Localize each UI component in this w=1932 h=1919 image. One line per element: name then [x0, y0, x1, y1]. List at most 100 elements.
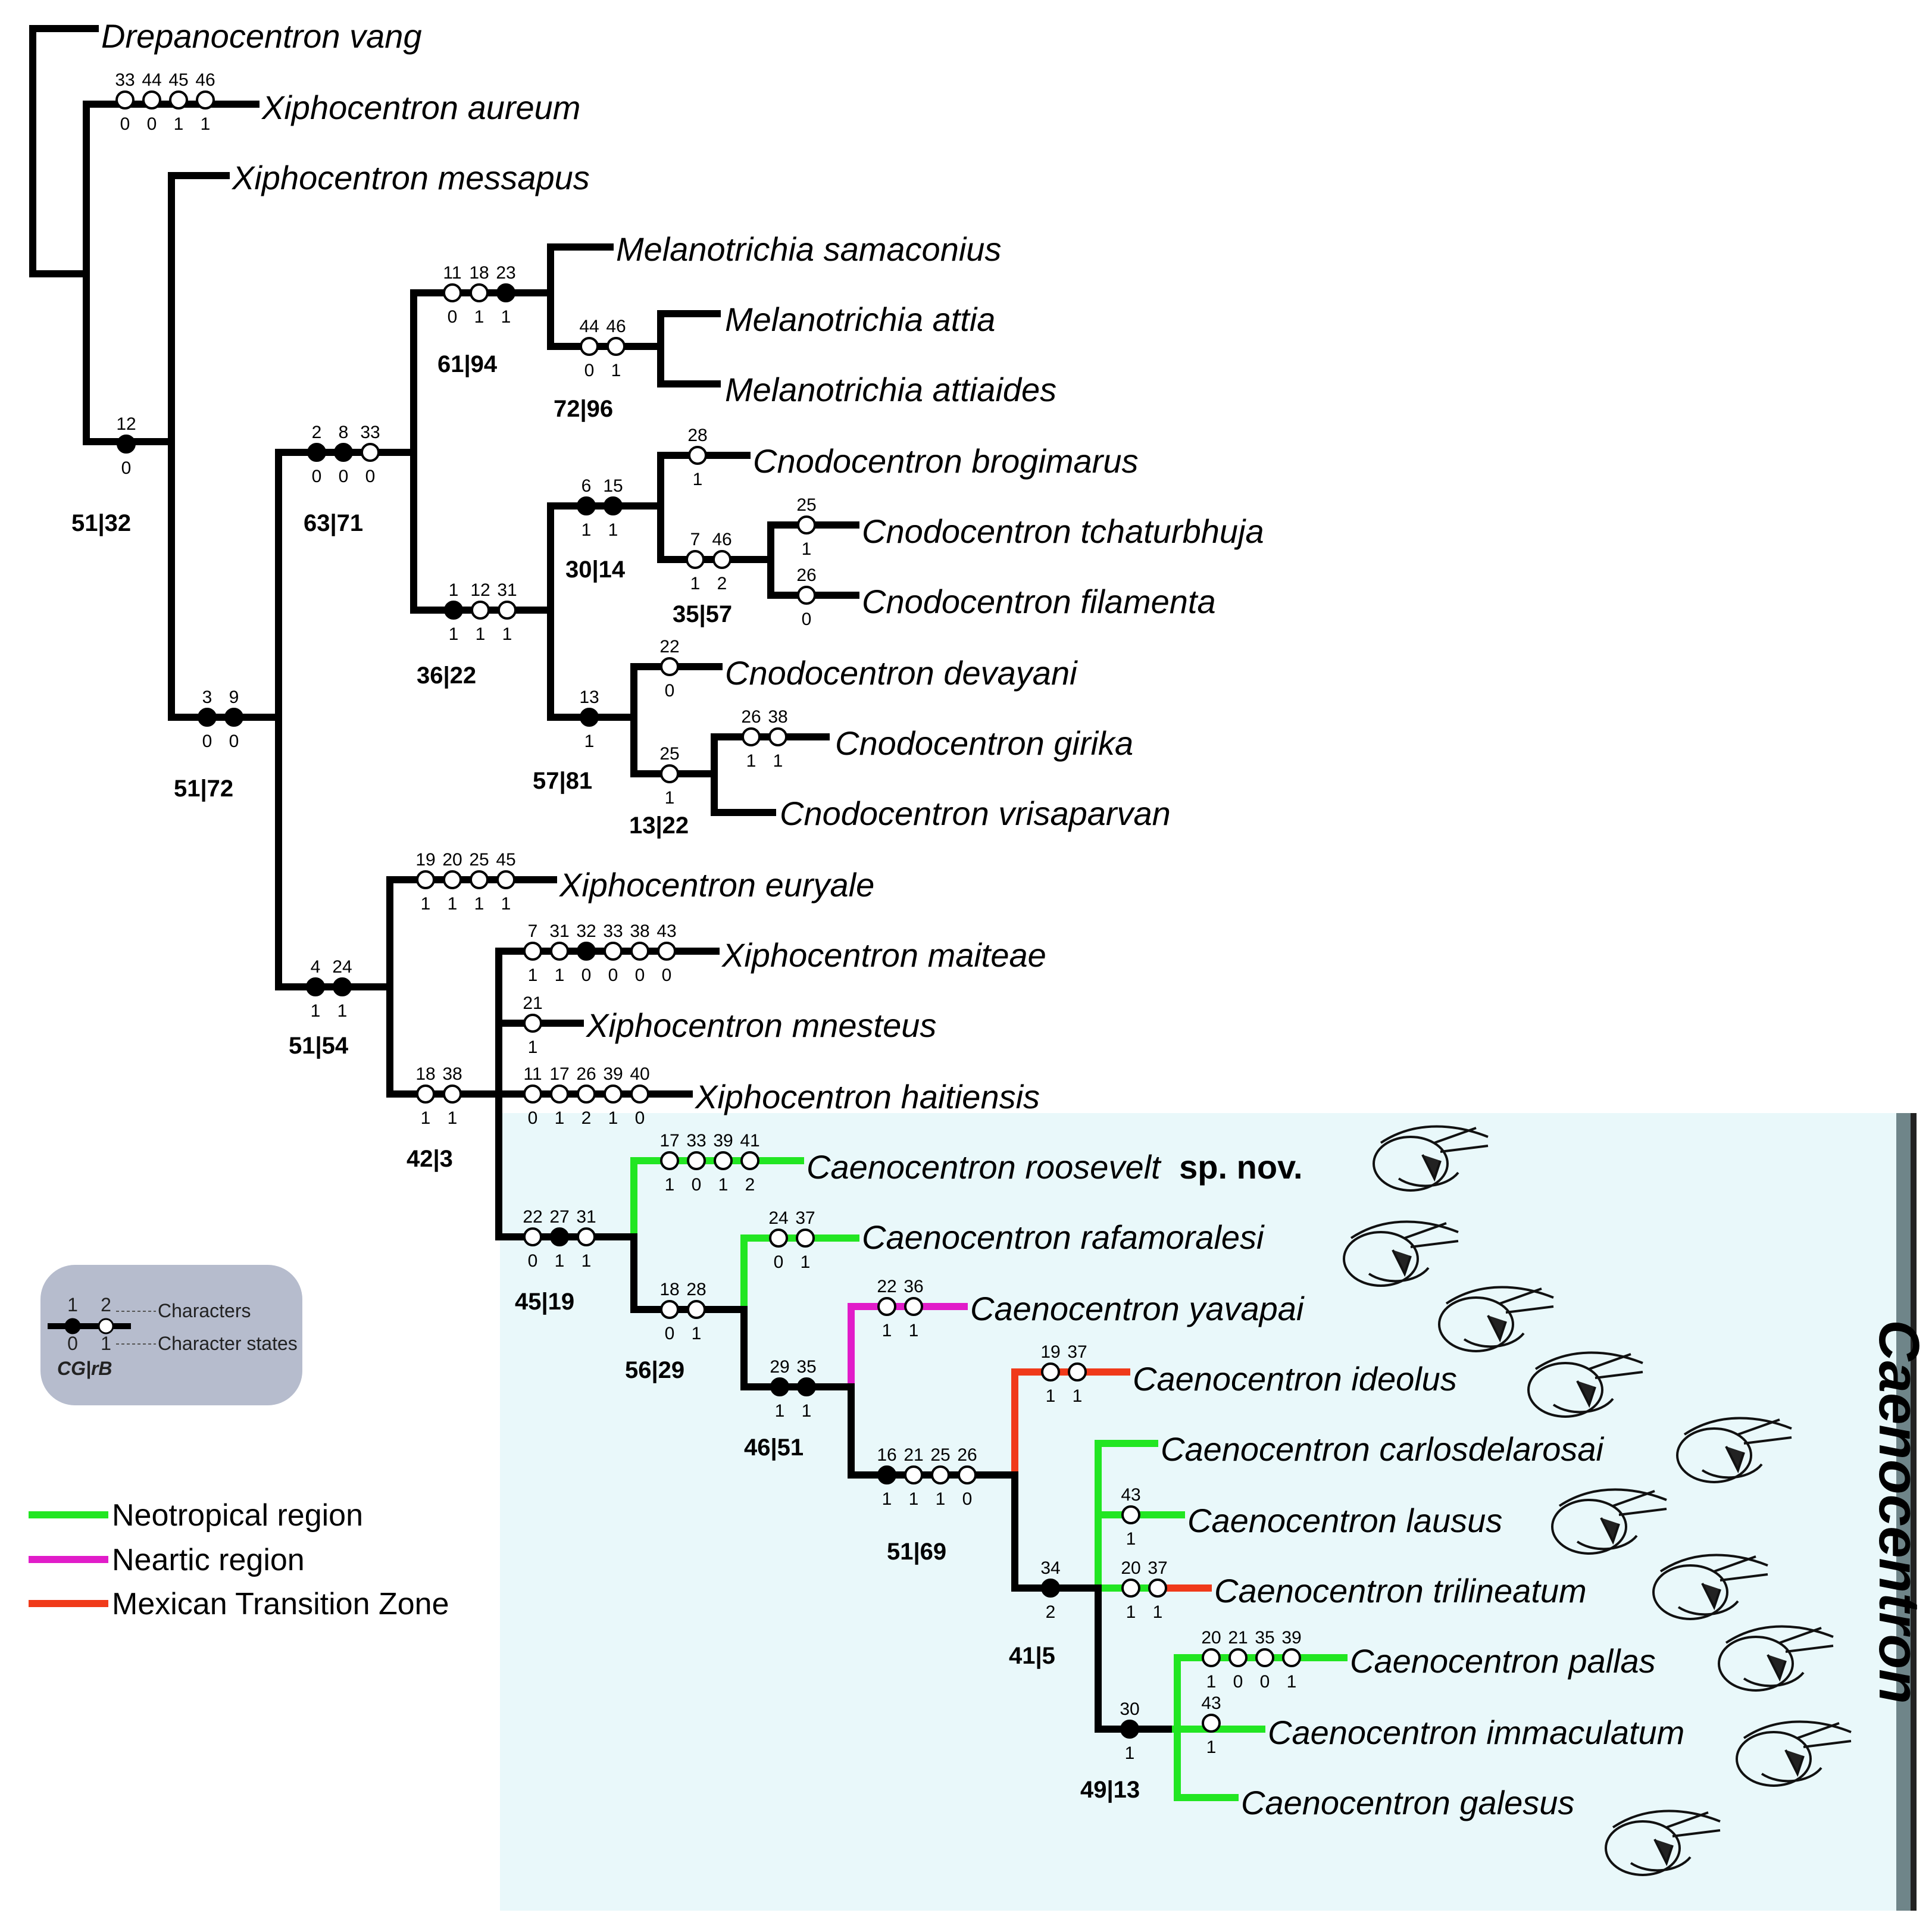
character-state: 0	[774, 1252, 784, 1272]
character-node-filled	[604, 496, 623, 515]
character-number: 4	[311, 957, 321, 977]
character-state: 0	[339, 467, 349, 486]
character-node-open	[877, 1297, 896, 1316]
character-state: 1	[692, 1324, 702, 1343]
character-node-open	[1068, 1362, 1087, 1382]
character-node: 221	[877, 1277, 896, 1340]
character-node: 400	[630, 1064, 649, 1128]
character-node-open	[577, 1227, 596, 1246]
support-value: 46|51	[744, 1434, 804, 1461]
character-state: 0	[665, 1324, 675, 1343]
character-number: 20	[442, 850, 462, 870]
character-node-open	[740, 1151, 759, 1170]
tree-branch	[711, 770, 776, 816]
tree-branch	[83, 270, 175, 445]
character-node-open	[796, 1229, 815, 1248]
character-node: 191	[1040, 1342, 1060, 1406]
character-node-open	[797, 586, 816, 605]
character-state: 0	[448, 307, 458, 327]
character-state: 1	[582, 520, 592, 540]
character-state: 1	[448, 894, 458, 914]
character-node: 380	[630, 921, 649, 985]
taxon-caenocentron-immaculatum: Caenocentron immaculatum	[1268, 1714, 1684, 1751]
character-number: 31	[576, 1207, 596, 1227]
character-node-open	[1228, 1648, 1248, 1667]
character-state: 0	[692, 1175, 702, 1195]
character-node-open	[660, 1151, 679, 1170]
character-node-open	[1121, 1579, 1140, 1598]
character-state: 0	[802, 610, 812, 629]
character-node: 22 0	[523, 1207, 542, 1271]
character-node-filled	[877, 1465, 896, 1484]
character-node: 121	[470, 580, 490, 644]
character-node-open	[577, 1084, 596, 1104]
character-state: 1	[665, 1175, 675, 1195]
character-node-open	[1255, 1648, 1274, 1667]
character-node: 11 0	[443, 263, 462, 327]
character-state: 1	[421, 894, 431, 914]
caenocentron-panel-edge-dark	[1911, 1113, 1917, 1911]
character-state: 1	[909, 1321, 919, 1340]
tree-branch	[630, 1233, 748, 1313]
character-state: 0	[528, 1251, 538, 1271]
character-number: 28	[687, 426, 707, 445]
character-node: 291	[770, 1357, 789, 1421]
character-node-open	[470, 283, 489, 302]
character-state: 1	[665, 788, 675, 808]
character-number: 13	[579, 687, 599, 707]
character-node-open	[550, 1084, 569, 1104]
character-number: 22	[523, 1207, 542, 1227]
region-legend: Neotropical region Neartic region Mexica…	[29, 1498, 449, 1621]
character-state: 1	[608, 520, 618, 540]
character-number: 25	[796, 495, 816, 515]
character-node: 80	[334, 423, 353, 486]
character-number: 45	[496, 850, 515, 870]
character-state: 1	[746, 751, 756, 771]
character-number: 21	[904, 1445, 923, 1465]
genitalia-drawing	[1652, 1554, 1768, 1620]
support-value: 51|54	[289, 1033, 349, 1059]
character-state: 0	[202, 732, 212, 751]
character-state: 1	[802, 1401, 812, 1421]
character-state: 0	[147, 114, 157, 134]
character-state: 1	[555, 1108, 565, 1128]
character-node: 110	[523, 1064, 542, 1128]
character-number: 24	[768, 1208, 788, 1228]
character-node: 210	[1228, 1628, 1248, 1692]
genitalia-drawing	[1343, 1220, 1459, 1287]
character-number: 30	[1120, 1699, 1139, 1719]
character-number: 39	[1281, 1628, 1301, 1648]
character-number: 43	[1121, 1485, 1140, 1505]
tree-branch	[1095, 1511, 1185, 1592]
character-number: 12	[470, 580, 490, 600]
character-node-open	[714, 1151, 733, 1170]
character-node-open	[958, 1465, 977, 1484]
character-state: 1	[608, 1108, 618, 1128]
character-state: 1	[801, 1252, 811, 1272]
key-characters-label: Characters	[158, 1300, 251, 1321]
character-node-open	[470, 870, 489, 889]
character-node: 320	[576, 921, 596, 985]
tree-branch	[657, 343, 721, 387]
character-number: 17	[549, 1064, 569, 1084]
character-state: 1	[337, 1001, 348, 1021]
character-node: 391	[1281, 1628, 1301, 1692]
character-node-open	[660, 764, 679, 783]
character-number: 3	[202, 687, 212, 707]
character-state: 2	[717, 574, 727, 593]
taxon-cnodocentron-devayani: Cnodocentron devayani	[725, 654, 1078, 692]
character-node-open	[1148, 1579, 1167, 1598]
character-node: 30	[198, 687, 217, 751]
character-node: 440	[142, 70, 161, 134]
character-number: 18	[659, 1280, 679, 1299]
character-number: 15	[603, 476, 623, 496]
character-node-open	[604, 942, 623, 961]
character-node: 311	[576, 1207, 596, 1271]
tree-branch	[630, 1157, 639, 1240]
character-node-open	[604, 1084, 623, 1104]
character-node: 431	[1121, 1485, 1140, 1549]
character-node-open	[580, 337, 599, 356]
tree-branch	[547, 502, 664, 614]
taxon-cnodocentron-brogimarus: Cnodocentron brogimarus	[753, 442, 1138, 480]
character-number: 11	[443, 263, 461, 283]
